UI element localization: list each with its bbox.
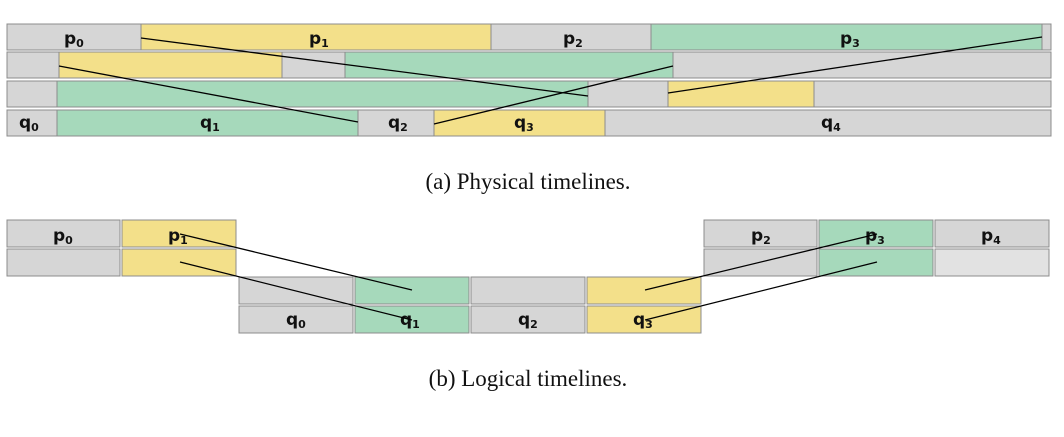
physical-label-q1: q1 (200, 113, 220, 134)
physical-row2-gray3 (672, 51, 1052, 79)
logical-link-p1-row3 (179, 233, 413, 291)
physical-link-q3-row2 (433, 65, 674, 125)
logical-label-q0: q0 (286, 310, 306, 331)
logical-timelines-diagram: p0 p1 p2 p3 p4 q0 q1 q2 q3 (b) Logical t… (6, 219, 1050, 391)
logical-cell-p0 (6, 219, 121, 248)
logical-label-p0: p0 (53, 226, 73, 247)
logical-row3-gray2 (470, 276, 586, 305)
logical-row3-green (354, 276, 470, 305)
logical-label-p4: p4 (981, 226, 1001, 247)
logical-label-q1: q1 (400, 310, 420, 331)
physical-cell-q0 (6, 109, 58, 137)
physical-row3-yellow (667, 80, 815, 108)
physical-row3-green (56, 80, 589, 108)
physical-cell-p-tail (1041, 23, 1052, 51)
physical-cell-p2 (490, 23, 652, 51)
physical-link-p3-row3 (667, 36, 1043, 94)
logical-label-p1: p1 (168, 226, 188, 247)
logical-link-row3-p3 (644, 233, 878, 291)
physical-row2-gray (6, 51, 60, 79)
physical-label-p2: p2 (563, 29, 583, 50)
logical-cell-q0 (238, 305, 354, 334)
logical-link-q3-row2 (644, 261, 878, 321)
physical-caption: (a) Physical timelines. (425, 169, 630, 194)
physical-cell-p0 (6, 23, 142, 51)
logical-row2-gray (6, 248, 121, 277)
logical-label-q3: q3 (633, 310, 653, 331)
physical-label-p0: p0 (64, 29, 84, 50)
physical-row3-gray (6, 80, 58, 108)
logical-label-p2: p2 (751, 226, 771, 247)
physical-cell-q3 (433, 109, 606, 137)
logical-cell-p2 (703, 219, 818, 248)
physical-row2-gray2 (281, 51, 346, 79)
physical-label-q0: q0 (19, 113, 39, 134)
physical-row2-yellow (58, 51, 283, 79)
physical-cell-q2 (357, 109, 435, 137)
physical-label-q2: q2 (388, 113, 408, 134)
physical-cell-q4 (604, 109, 1052, 137)
physical-row3-gray2 (587, 80, 669, 108)
physical-link-p1-q2 (140, 37, 589, 97)
physical-cell-q1 (56, 109, 359, 137)
physical-row2-green (344, 51, 674, 79)
logical-link-row2-q1 (179, 261, 413, 321)
physical-label-p1: p1 (309, 29, 329, 50)
logical-cell-q2 (470, 305, 586, 334)
physical-row3-gray3 (813, 80, 1052, 108)
physical-label-q4: q4 (821, 113, 841, 134)
physical-label-q3: q3 (514, 113, 534, 134)
logical-row2-lightgray (934, 248, 1050, 277)
physical-label-p3: p3 (840, 29, 860, 50)
logical-caption: (b) Logical timelines. (429, 366, 628, 391)
physical-link-row2-q2 (58, 65, 359, 123)
physical-timelines-diagram: p0 p1 p2 p3 q0 q1 q2 q3 q4 (a) Physical … (6, 23, 1052, 194)
logical-label-q2: q2 (518, 310, 538, 331)
logical-cell-p3 (818, 219, 934, 248)
logical-cell-p4 (934, 219, 1050, 248)
